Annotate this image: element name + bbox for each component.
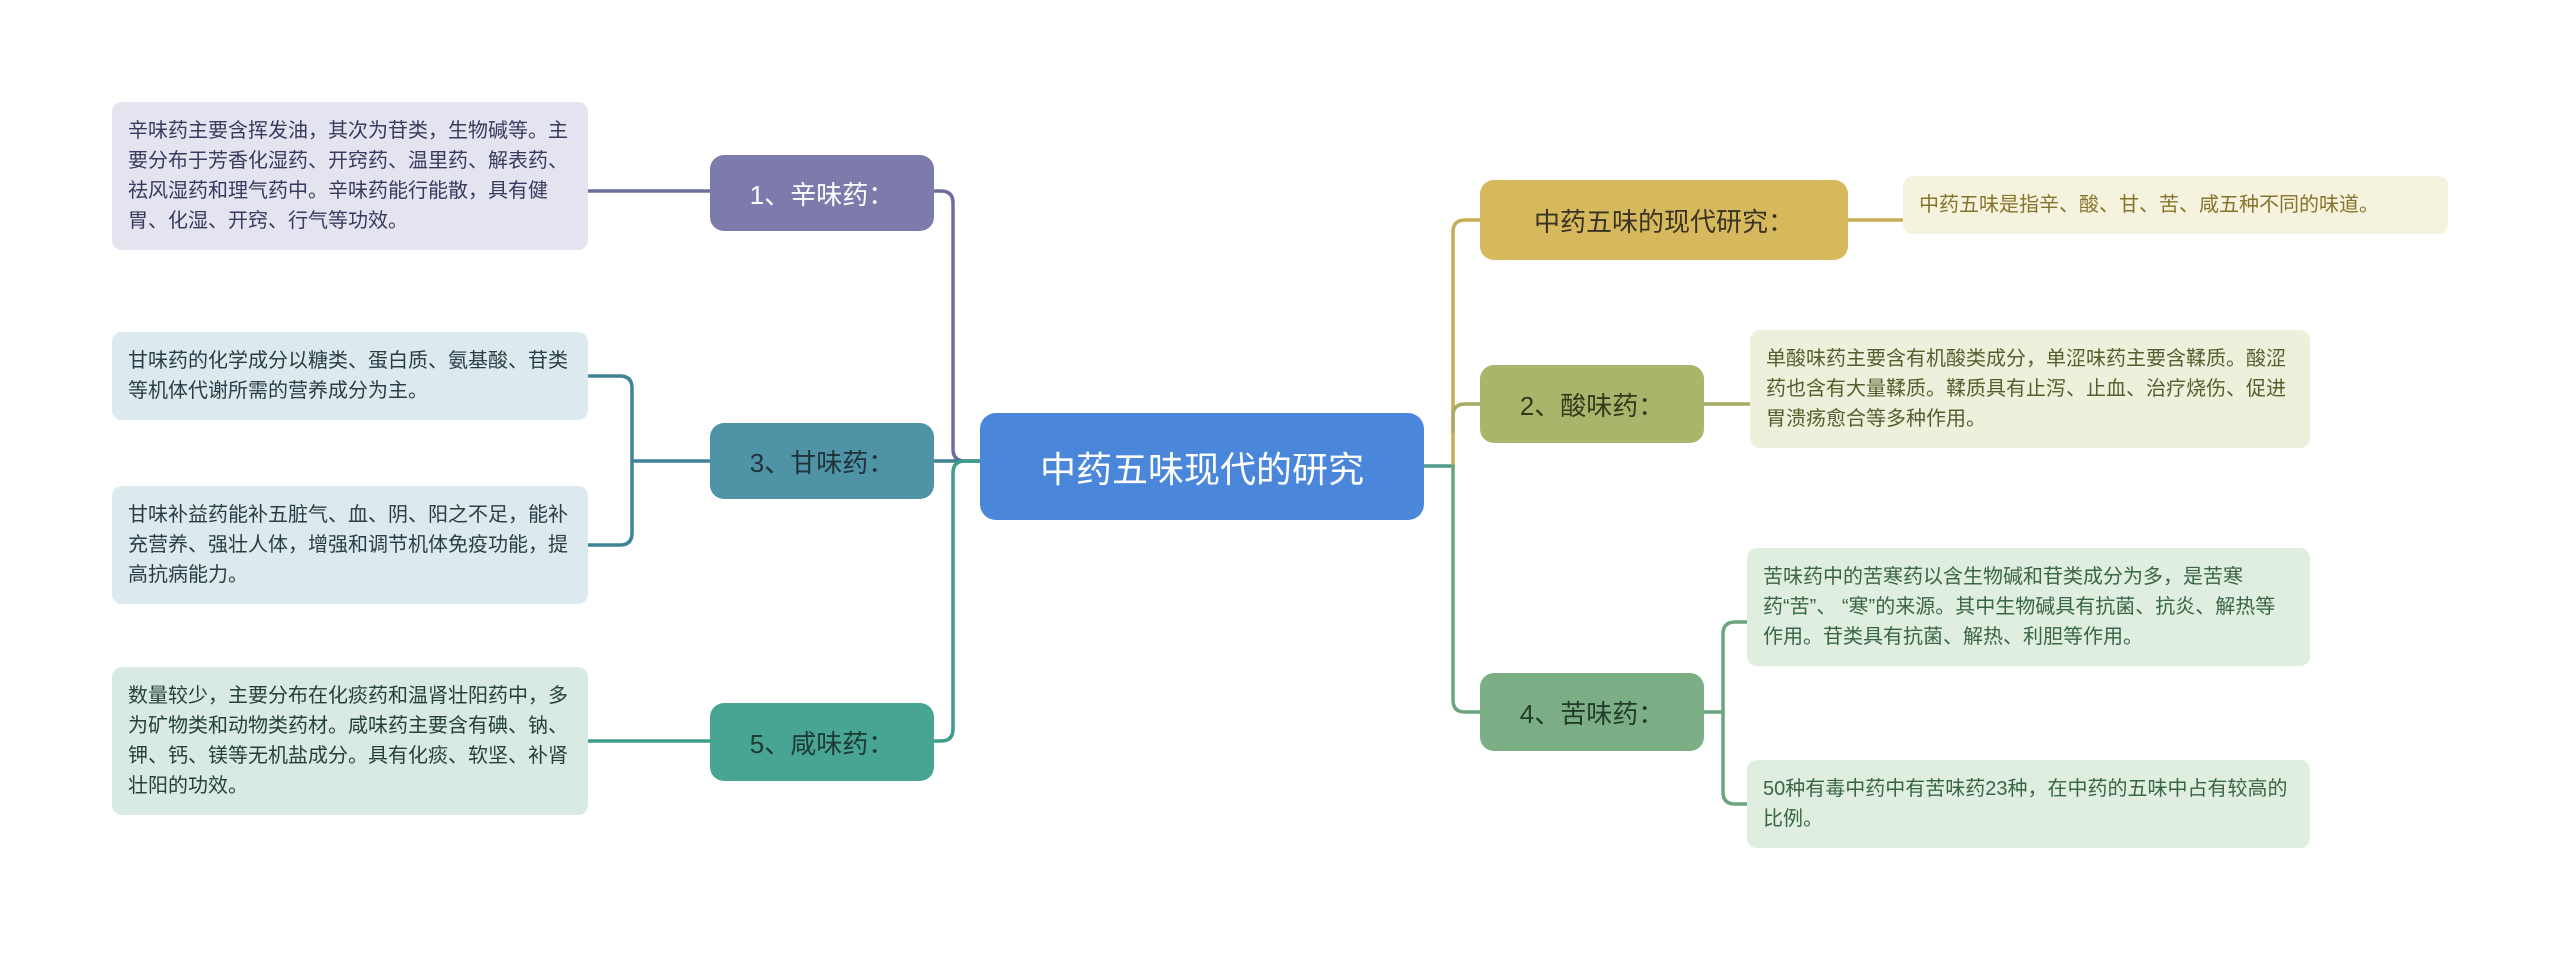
edge-suan-elbow (1451, 402, 1482, 434)
note-salty[interactable]: 数量较少，主要分布在化痰药和温肾壮阳药中，多为矿物类和动物类药材。咸味药主要含有… (112, 667, 588, 815)
branch-sour[interactable]: 2、酸味药： (1480, 365, 1704, 443)
edge-ku-trunk (1451, 464, 1482, 714)
edge-gan-bracket (586, 374, 634, 547)
note-sweet-composition[interactable]: 甘味药的化学成分以糖类、蛋白质、氨基酸、苷类等机体代谢所需的营养成分为主。 (112, 332, 588, 420)
note-bitter-cold[interactable]: 苦味药中的苦寒药以含生物碱和苷类成分为多，是苦寒药“苦”、 “寒”的来源。其中生… (1747, 548, 2310, 666)
branch-pungent[interactable]: 1、辛味药： (710, 155, 934, 231)
edge-xian-root (932, 459, 982, 743)
edge-ku-bracket (1721, 620, 1749, 806)
edge-modern-trunk (1451, 218, 1482, 468)
note-sour[interactable]: 单酸味药主要含有机酸类成分，单涩味药主要含鞣质。酸涩药也含有大量鞣质。鞣质具有止… (1750, 330, 2310, 448)
root-node[interactable]: 中药五味现代的研究 (980, 413, 1424, 520)
branch-bitter[interactable]: 4、苦味药： (1480, 673, 1704, 751)
note-bitter-toxic[interactable]: 50种有毒中药中有苦味药23种，在中药的五味中占有较高的比例。 (1747, 760, 2310, 848)
branch-modern-research[interactable]: 中药五味的现代研究： (1480, 180, 1848, 260)
note-five-flavors[interactable]: 中药五味是指辛、酸、甘、苦、咸五种不同的味道。 (1903, 176, 2448, 234)
edge-xin-root (932, 189, 982, 463)
note-pungent[interactable]: 辛味药主要含挥发油，其次为苷类，生物碱等。主要分布于芳香化湿药、开窍药、温里药、… (112, 102, 588, 250)
branch-salty[interactable]: 5、咸味药： (710, 703, 934, 781)
branch-sweet[interactable]: 3、甘味药： (710, 423, 934, 499)
note-sweet-function[interactable]: 甘味补益药能补五脏气、血、阴、阳之不足，能补充营养、强壮人体，增强和调节机体免疫… (112, 486, 588, 604)
